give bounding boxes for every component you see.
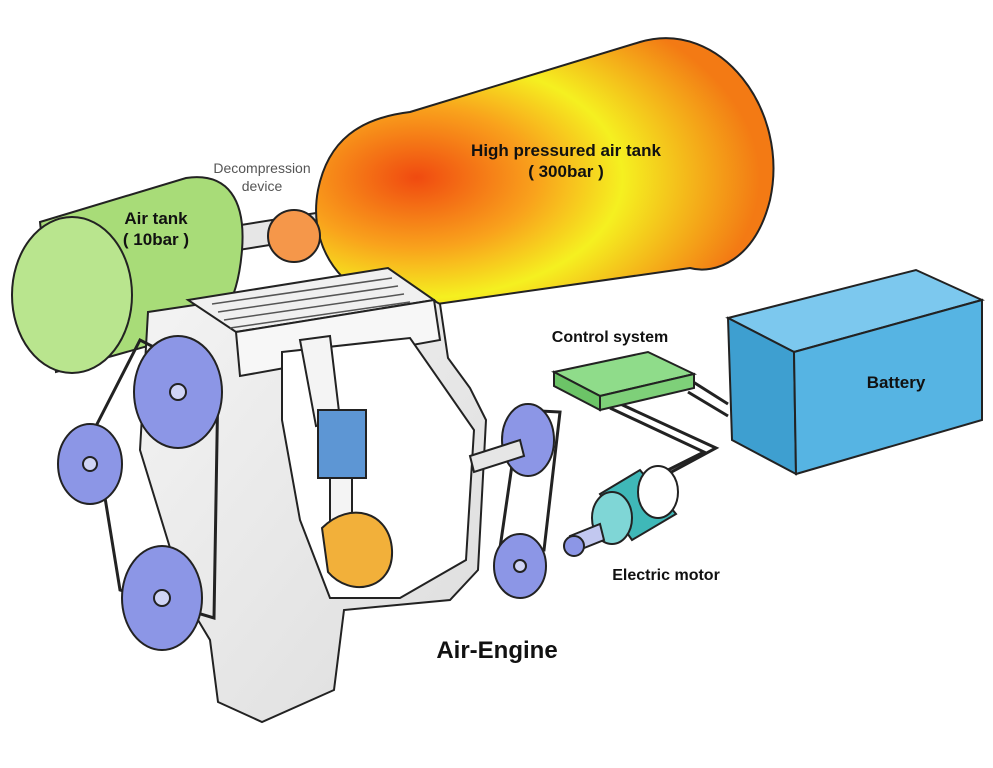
- electric-motor: [563, 465, 679, 557]
- air-tank-name: Air tank: [124, 209, 188, 228]
- decompression-device-label: Decompression device: [192, 160, 332, 195]
- drive-shaft: [468, 438, 526, 474]
- pulleys: [57, 335, 555, 651]
- decompression-device: [267, 209, 321, 263]
- pulley-left: [57, 423, 123, 505]
- pulley-right-upper: [501, 403, 555, 477]
- air-tank-pressure: ( 10bar ): [122, 230, 190, 250]
- piston-crank: [298, 334, 394, 588]
- control-system-board: [551, 350, 697, 412]
- high-pressure-tank-label: High pressured air tank ( 300bar ): [436, 140, 696, 183]
- battery-label: Battery: [866, 373, 926, 392]
- pulley-upper: [133, 335, 223, 449]
- decompression-label-line1: Decompression: [213, 160, 311, 176]
- electric-motor-label: Electric motor: [612, 567, 720, 584]
- high-pressure-air-tank: [315, 37, 775, 308]
- battery-box: [725, 268, 985, 476]
- decompression-label-line2: device: [241, 177, 283, 194]
- air-engine-label: Air-Engine: [436, 637, 558, 664]
- high-pressure-tank-pressure: ( 300bar ): [528, 162, 604, 182]
- pulley-right-lower: [493, 533, 547, 599]
- air-tank-label: Air tank ( 10bar ): [96, 208, 216, 251]
- control-system-label: Control system: [551, 329, 669, 346]
- high-pressure-tank-name: High pressured air tank: [471, 141, 661, 160]
- pulley-lower: [121, 545, 203, 651]
